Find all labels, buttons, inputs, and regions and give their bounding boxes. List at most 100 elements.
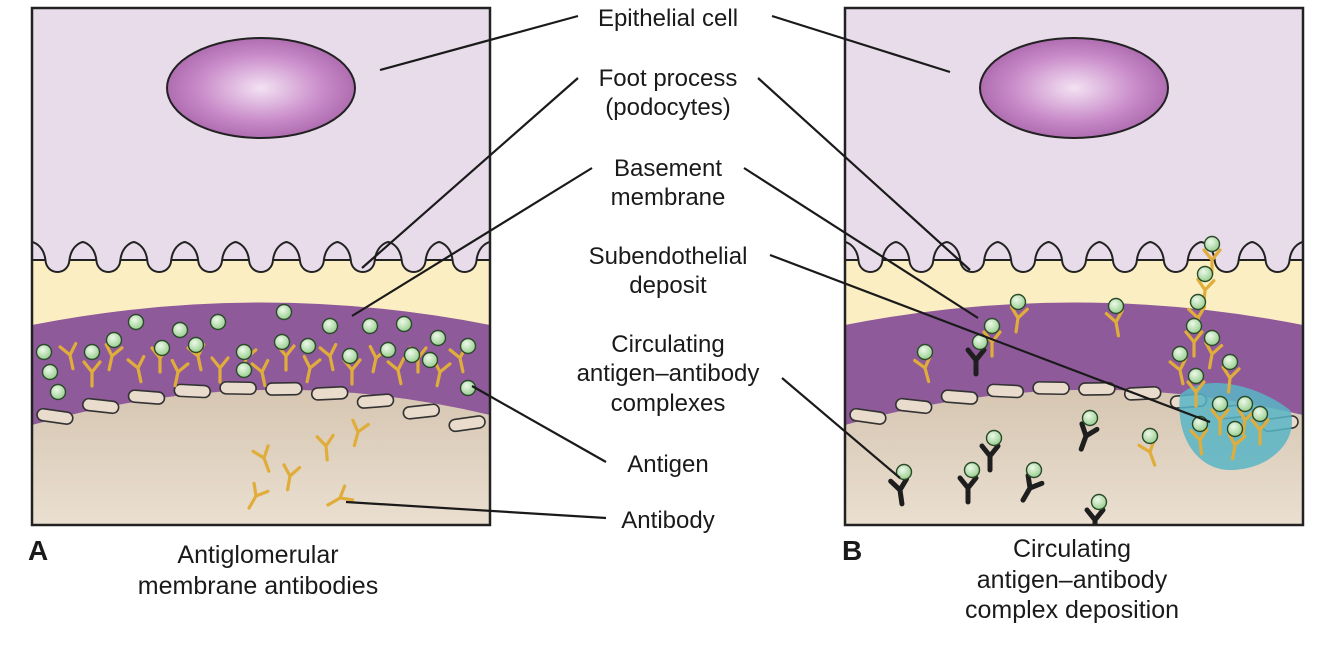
antigen-icon xyxy=(153,339,171,357)
label-epithelial-cell: Epithelial cell xyxy=(597,5,739,32)
antigen-icon xyxy=(1090,493,1108,511)
panel-b-caption: Circulating antigen–antibody complex dep… xyxy=(902,534,1242,626)
antigen-icon xyxy=(171,321,189,339)
antigen-icon xyxy=(1141,427,1159,445)
antigen-icon xyxy=(299,337,317,355)
antibody-icon xyxy=(326,484,355,507)
panel-a-fenestration xyxy=(402,403,441,420)
antibody-icon xyxy=(170,358,190,388)
antigen-icon xyxy=(895,463,913,481)
leader-line xyxy=(743,167,979,319)
antigen-icon xyxy=(321,317,339,335)
panel-b-caption-line1: Circulating xyxy=(1012,535,1132,563)
panel-a-fenestration xyxy=(265,381,303,396)
label-foot-process: Foot process (podocytes) xyxy=(538,64,798,123)
antigen-icon xyxy=(379,341,397,359)
panel-a-fenestration xyxy=(219,381,257,396)
leader-lines xyxy=(345,14,1211,520)
label-basement-membrane-line1: Basement xyxy=(613,155,723,182)
panel-a-frame xyxy=(30,6,492,527)
antigen-icon xyxy=(1203,329,1221,347)
label-subendothelial-line2: deposit xyxy=(629,272,707,300)
label-circulating-complexes: Circulating antigen–antibody complexes xyxy=(538,330,798,418)
panel-a-fenestration xyxy=(448,415,486,433)
antigen-icon xyxy=(459,337,477,355)
antibody-icon xyxy=(1210,408,1230,436)
circulating-antibody-icon xyxy=(1020,472,1045,503)
label-subendothelial-deposit: Subendothelial deposit xyxy=(538,242,798,301)
panel-a-fenestration xyxy=(36,407,74,425)
panel-b-fenestration xyxy=(1078,381,1116,396)
antigen-icon xyxy=(1171,345,1189,363)
antigen-icon xyxy=(361,317,379,335)
leader-line xyxy=(345,500,607,520)
panel-a-caption-line1: Antiglomerular xyxy=(177,541,339,569)
antigen-icon xyxy=(105,331,123,349)
antibody-icon xyxy=(351,418,370,448)
panel-b-fenestration xyxy=(1032,381,1070,396)
antigen-icon xyxy=(1226,420,1244,438)
circulating-antibody-icon xyxy=(965,347,987,377)
antibody-icon xyxy=(315,433,335,462)
antibody-icon xyxy=(386,356,406,386)
panel-b-fenestration xyxy=(940,389,979,405)
antigen-icon xyxy=(275,303,293,321)
antigen-icon xyxy=(1211,395,1229,413)
panel-a-fenestration xyxy=(127,389,166,405)
antibody-icon xyxy=(82,360,102,388)
antigen-icon xyxy=(1189,293,1207,311)
label-circulating-line1: Circulating xyxy=(611,331,725,358)
antibody-icon xyxy=(1250,418,1270,446)
antibody-icon xyxy=(282,463,302,492)
panel-a-foot-outline xyxy=(32,240,490,273)
antigen-icon xyxy=(209,313,227,331)
antibody-icon xyxy=(1186,380,1206,408)
panel-b-illustration xyxy=(843,6,1305,527)
label-basement-membrane: Basement membrane xyxy=(538,154,798,213)
panel-a-nucleus xyxy=(166,37,356,139)
antibody-icon xyxy=(1009,305,1029,334)
antigen-icon xyxy=(1196,265,1214,283)
antibody-icon xyxy=(126,354,146,384)
label-circulating-line2: antigen–antibody xyxy=(576,360,760,388)
panel-a-caption: Antiglomerular membrane antibodies xyxy=(88,540,428,601)
panel-b-fenestration xyxy=(1123,385,1162,401)
antigen-icon xyxy=(916,343,934,361)
antibody-icon xyxy=(1221,365,1241,394)
panel-a-caption-line2: membrane antibodies xyxy=(137,571,379,600)
antigen-icon xyxy=(403,346,421,364)
antibody-icon xyxy=(104,342,124,372)
antigen-icon xyxy=(963,461,981,479)
antibody-icon xyxy=(250,358,270,388)
antibody-icon xyxy=(302,354,322,384)
antigen-icon xyxy=(1251,405,1269,423)
circulating-antibody-icon xyxy=(888,476,910,507)
antibody-icon xyxy=(1189,427,1209,456)
antigen-icon xyxy=(429,329,447,347)
circulating-antibody-icon xyxy=(979,443,1001,473)
antigen-icon xyxy=(273,333,291,351)
antigen-icon xyxy=(127,313,145,331)
label-foot-process-line2: (podocytes) xyxy=(605,94,731,122)
antigen-icon xyxy=(235,361,253,379)
antigen-icon xyxy=(1187,367,1205,385)
panel-a-fenestration xyxy=(173,383,212,399)
leader-line xyxy=(771,14,951,74)
label-antibody: Antibody xyxy=(621,507,715,534)
circulating-antibody-icon xyxy=(1078,421,1100,452)
panel-a-fenestration xyxy=(310,385,349,401)
antigen-icon xyxy=(1009,293,1027,311)
panel-b-fenestration xyxy=(986,383,1025,399)
antigen-icon xyxy=(341,347,359,365)
antigen-icon xyxy=(83,343,101,361)
antigen-icon xyxy=(983,317,1001,335)
antibody-icon xyxy=(318,342,338,372)
antigen-icon xyxy=(1221,353,1239,371)
circulating-antibody-icon xyxy=(1084,507,1106,525)
antibody-icon xyxy=(210,356,230,384)
antigen-icon xyxy=(35,343,53,361)
label-subendothelial-line1: Subendothelial xyxy=(588,243,748,270)
antigen-icon xyxy=(1236,395,1254,413)
antigen-icon xyxy=(1025,461,1043,479)
antigen-icon xyxy=(395,315,413,333)
